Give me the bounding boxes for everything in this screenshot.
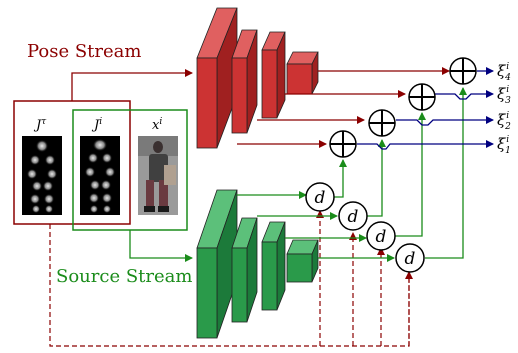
person-image-x-i <box>138 136 178 215</box>
source-stream-connections <box>129 87 467 262</box>
pose-dashed-feeds <box>49 213 413 347</box>
d-node-3: d <box>376 227 387 247</box>
input-images: Jτ Ji xi <box>13 100 188 231</box>
label-j-tau: Jτ <box>33 117 47 133</box>
pose-heatmap-j-i <box>80 136 120 215</box>
pose-stream-network <box>196 7 319 149</box>
pose-stream-connections <box>71 67 450 148</box>
plus-node-2 <box>368 109 396 137</box>
plus-node-1 <box>329 130 357 158</box>
plus-node-3 <box>408 83 436 111</box>
d-node-1: d <box>315 188 326 208</box>
distance-nodes: d d d d <box>305 182 425 273</box>
label-j-i: Ji <box>91 117 102 133</box>
source-stream-label: Source Stream <box>56 266 192 287</box>
plus-node-4 <box>449 57 477 85</box>
pose-heatmap-j-tau <box>22 136 62 215</box>
pose-stream-label: Pose Stream <box>27 41 141 62</box>
output-connections <box>357 67 494 150</box>
label-x-i: xi <box>152 117 162 133</box>
d-node-4: d <box>405 249 416 269</box>
sum-nodes <box>329 57 477 158</box>
d-node-2: d <box>348 207 359 227</box>
source-stream-network <box>196 189 319 339</box>
